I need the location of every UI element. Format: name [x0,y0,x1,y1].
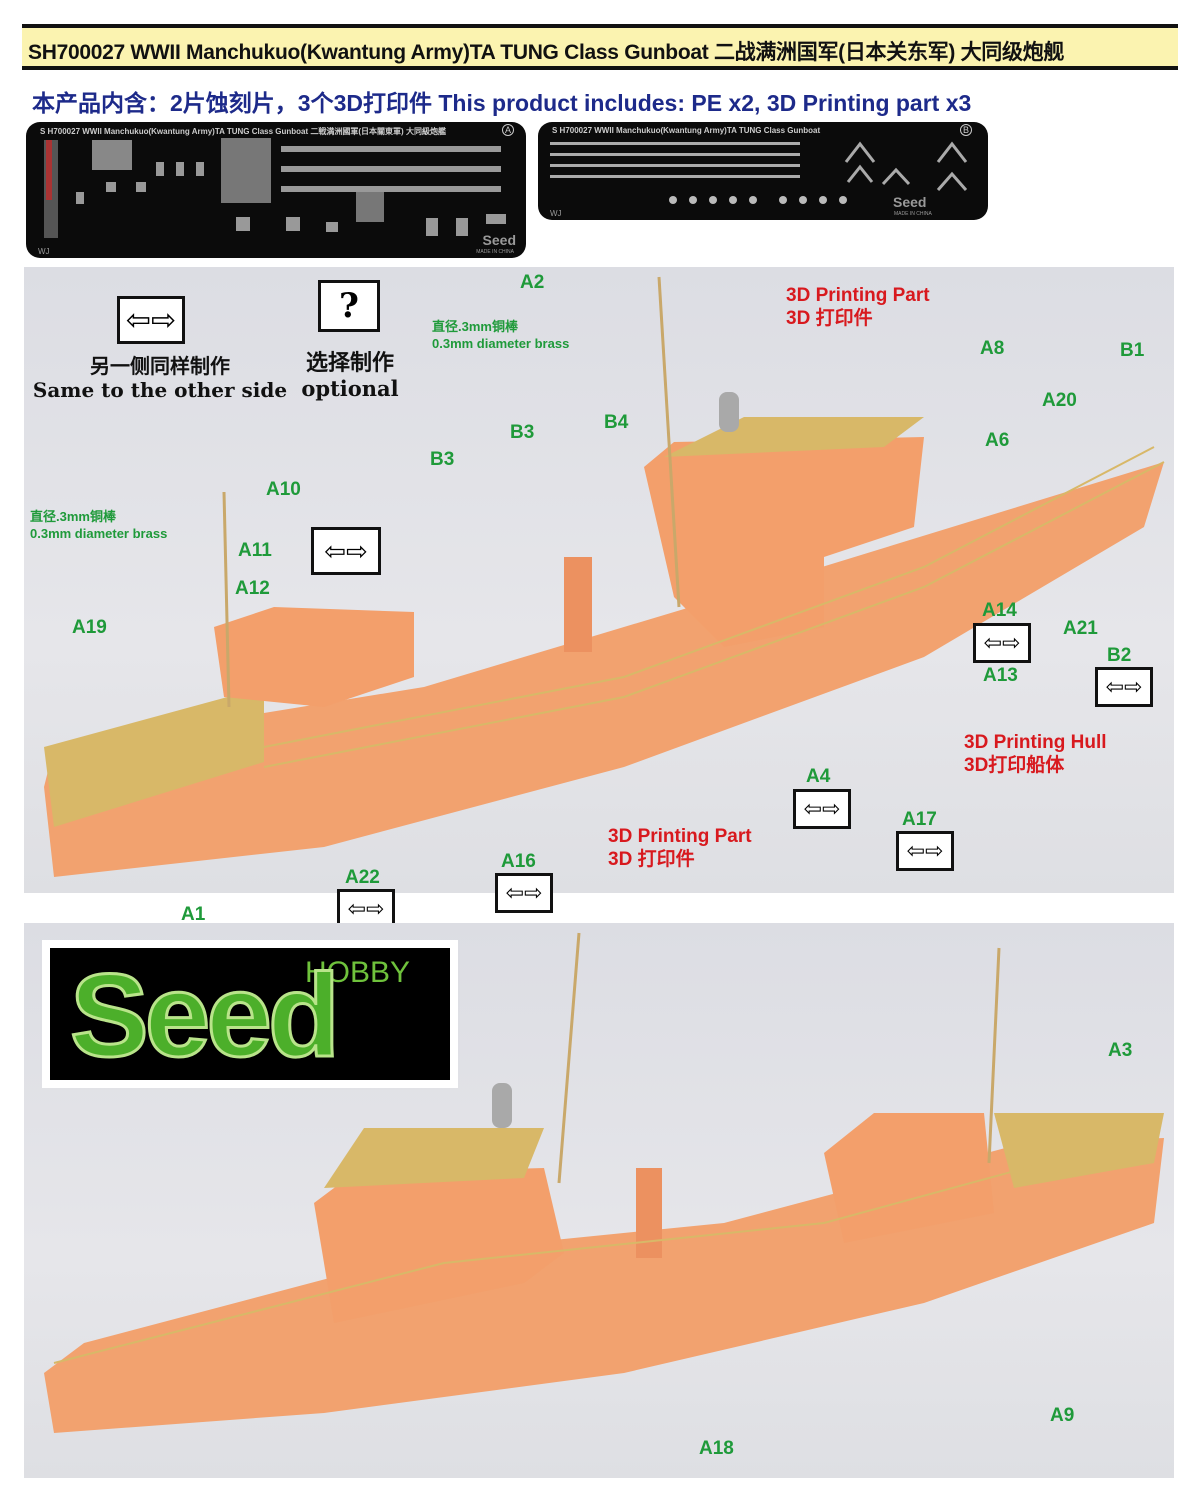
part-label: B3 [510,422,535,443]
legend-optional-cn: 选择制作 [305,350,394,376]
both-sides-marker: ⇦⇨ [973,623,1031,663]
double-arrow-icon: ⇦⇨ [505,880,543,905]
sheet-b-made-in: MADE IN CHINA [894,211,932,217]
double-arrow-icon: ⇦⇨ [983,630,1021,655]
double-arrow-icon: ⇦⇨ [803,796,841,821]
sheet-a-brand: Seed [482,232,516,248]
ship-model-top [44,276,1165,877]
callout-cn: 3D 打印件 [608,849,695,870]
callout-en: 3D Printing Part [608,826,752,847]
both-sides-marker: ⇦⇨ [337,889,395,929]
brass-note-en: 0.3mm diameter brass [30,526,168,541]
both-sides-marker: ⇦⇨ [793,789,851,829]
part-label: A22 [345,867,380,888]
double-arrow-icon: ⇦⇨ [125,303,177,337]
sheet-a-badge: A [501,124,514,136]
double-arrow-icon: ⇦⇨ [1105,674,1143,699]
both-sides-marker: ⇦⇨ [1095,667,1153,707]
pe-sheet-a: S H700027 WWII Manchukuo(Kwantung Army)T… [26,122,526,258]
brass-note-2: 直径.3mm铜棒 0.3mm diameter brass [30,508,167,542]
part-label: A16 [501,851,536,872]
optional-symbol: ? [318,280,380,332]
part-label: A2 [520,272,545,293]
double-arrow-icon: ⇦⇨ [324,535,368,566]
sheet-a-mark: WJ [38,247,50,256]
contents-subtitle: 本产品内含：2片蚀刻片，3个3D打印件 This product include… [32,90,972,116]
part-label: A12 [235,578,270,599]
part-label: A14 [982,600,1017,621]
part-label: A9 [1050,1405,1075,1426]
sheet-a-title: S H700027 WWII Manchukuo(Kwantung Army)T… [40,127,446,136]
sheet-b-badge: B [959,124,972,136]
sheet-b-title: S H700027 WWII Manchukuo(Kwantung Army)T… [552,126,821,135]
part-label: A11 [238,540,272,561]
assembly-photo-top [24,267,1174,893]
callout-en: 3D Printing Hull [964,732,1107,753]
part-label: B1 [1120,340,1145,361]
sheet-b-brand: Seed [893,194,927,210]
part-label: A18 [699,1438,734,1459]
part-label: A3 [1108,1040,1133,1061]
legend-same-cn: 另一侧同样制作 [90,354,230,378]
both-sides-marker: ⇦⇨ [495,873,553,913]
callout-en: 3D Printing Part [786,285,930,306]
ship-model-bottom [44,932,1164,1433]
part-label: A17 [902,809,937,830]
logo-hobby-text: HOBBY [305,956,411,989]
product-title: SH700027 WWII Manchukuo(Kwantung Army)TA… [28,41,1065,64]
part-label: A21 [1063,618,1098,639]
logo-brand-text: Seed [68,950,341,1082]
part-label: A19 [72,617,107,638]
part-label: A8 [980,338,1005,359]
legend-same-en: Same to the other side [32,378,288,402]
title-bar: SH700027 WWII Manchukuo(Kwantung Army)TA… [22,24,1178,70]
part-label: A10 [266,479,301,500]
part-label: A6 [985,430,1010,451]
part-label: A20 [1042,390,1077,411]
sheet-b-mark: WJ [550,209,562,218]
part-label: B4 [604,412,629,433]
part-label: B2 [1107,645,1132,666]
double-arrow-icon: ⇦⇨ [347,896,385,921]
part-label: A4 [806,766,831,787]
both-sides-marker: ⇦⇨ [311,527,381,575]
part-label: A13 [983,665,1018,686]
same-other-side-symbol: ⇦⇨ [117,296,185,344]
legend-optional-en: optional [301,376,399,401]
part-label: B3 [430,449,455,470]
brass-note-cn: 直径.3mm铜棒 [30,509,116,524]
brass-note-en: 0.3mm diameter brass [432,336,570,351]
pe-sheet-b: S H700027 WWII Manchukuo(Kwantung Army)T… [538,122,988,220]
brass-note-1: 直径.3mm铜棒 0.3mm diameter brass [432,318,569,352]
pe-parts-b [550,141,968,204]
brass-note-cn: 直径.3mm铜棒 [432,319,518,334]
seed-hobby-logo: HOBBY Seed [42,940,458,1088]
part-label: A1 [181,904,206,925]
double-arrow-icon: ⇦⇨ [906,838,944,863]
callout-cn: 3D 打印件 [786,308,873,329]
callout-cn: 3D打印船体 [964,755,1065,776]
pe-parts-a [44,138,506,238]
both-sides-marker: ⇦⇨ [896,831,954,871]
sheet-a-made-in: MADE IN CHINA [476,249,514,255]
